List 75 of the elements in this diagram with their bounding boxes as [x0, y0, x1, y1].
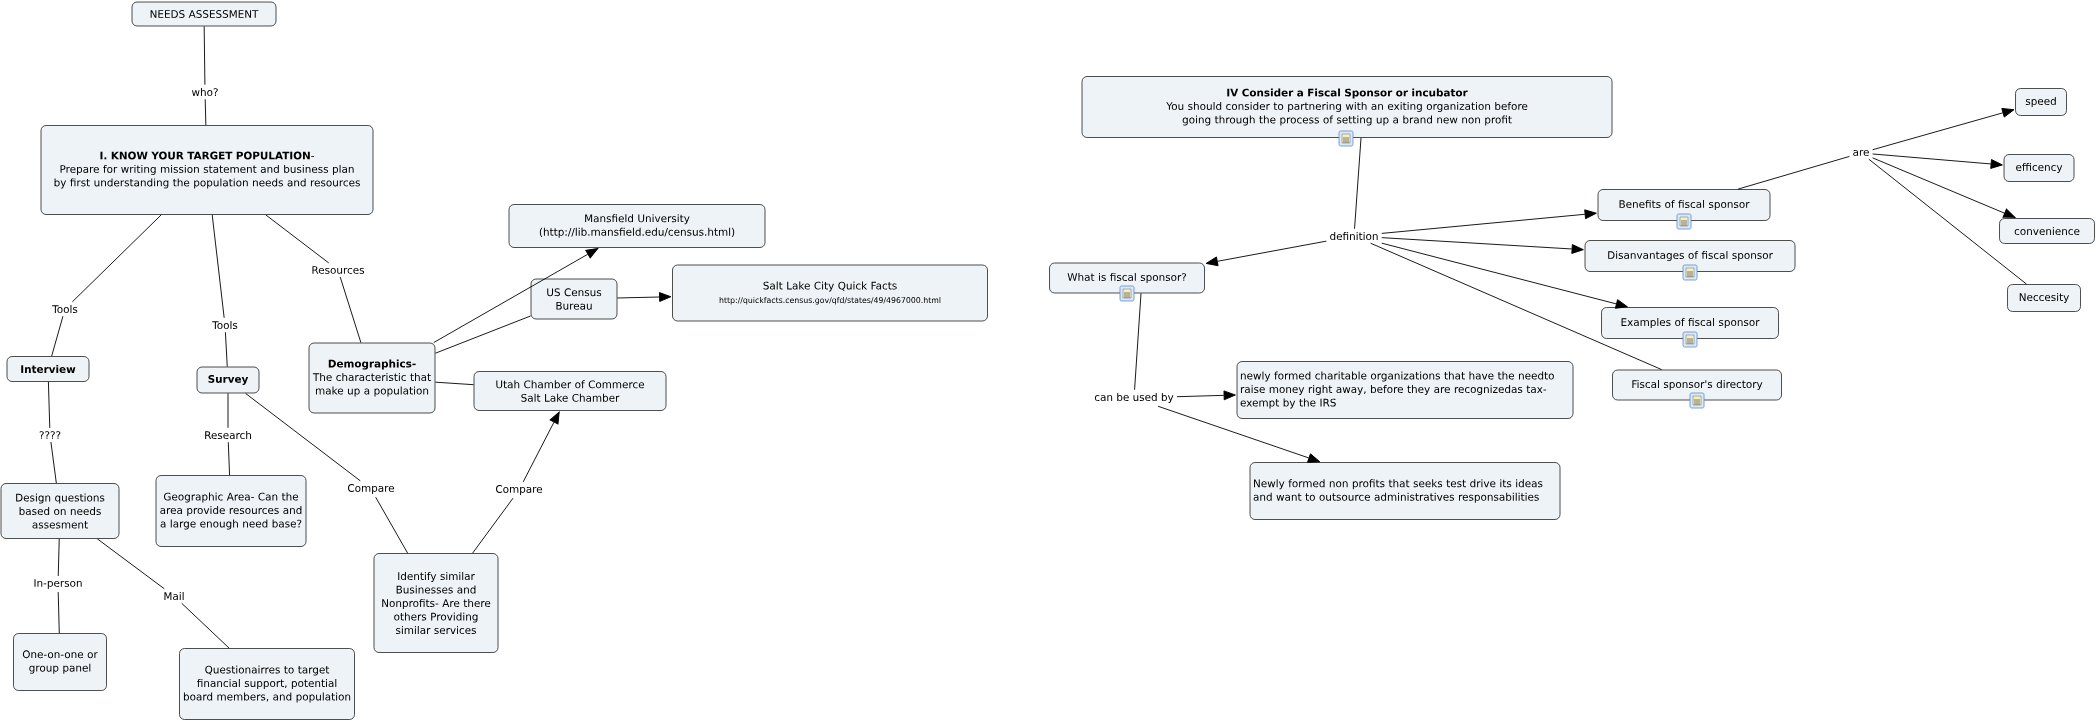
- linking-phrase: are: [1853, 150, 1869, 156]
- connector-line: [265, 214, 330, 264]
- connector-line: [47, 381, 51, 429]
- linking-phrase: can be used by: [1094, 392, 1174, 404]
- concept-box: Fiscal sponsor's directory: [1612, 369, 1782, 401]
- linking-phrase: Resources: [312, 266, 365, 274]
- arrow: [1381, 242, 1628, 309]
- concept-box: Interview: [6, 356, 90, 382]
- arrow: [1872, 108, 2015, 151]
- linking-phrase: ????: [39, 431, 61, 439]
- linking-phrase: In-person: [34, 579, 82, 589]
- concept-box: Disanvantages of fiscal sponsor: [1584, 240, 1796, 272]
- linking-phrase: Mail: [164, 592, 184, 601]
- linking-phrase: Tools: [212, 321, 238, 330]
- connector-line: [1354, 137, 1362, 230]
- arrow: [1176, 390, 1236, 401]
- concept-box: Identify similar Businesses and Nonprofits- Are there others Providing similar services: [373, 553, 499, 653]
- arrow: [522, 411, 560, 483]
- concept-box: Demographics- The characteristic that make up a population: [308, 342, 436, 414]
- connector-line: [57, 591, 60, 634]
- connector-line: [339, 276, 362, 344]
- concept-box: newly formed charitable organizations that have the needto raise money right away, before they are recognizedas tax-exempt by the IRS: [1236, 361, 1574, 419]
- arrow: [1205, 240, 1327, 267]
- concept-box: speed: [2015, 88, 2067, 116]
- concept-box: Mansfield University (http://lib.mansfield.edu/census.html): [508, 204, 766, 248]
- connector-line: [96, 538, 165, 590]
- concept-box: IV Consider a Fiscal Sponsor or incubator You should consider to partnering with an exiting organization before going through the process of setting up a brand new non profit: [1081, 76, 1613, 138]
- concept-box: efficency: [2003, 154, 2075, 182]
- arrow: [433, 248, 599, 344]
- connector-line: [434, 381, 475, 386]
- arrow: [616, 292, 672, 302]
- linking-phrase: Research: [205, 431, 251, 440]
- connector-line: [434, 315, 532, 354]
- concept-box: Questionairres to target financial support, potential board members, and population: [179, 648, 355, 720]
- connector-line: [203, 25, 206, 86]
- concept-box: NEEDS ASSESSMENT: [131, 1, 277, 27]
- concept-box: US Census Bureau: [530, 278, 618, 320]
- concept-box: convenience: [1999, 218, 2095, 244]
- connector-line: [472, 497, 514, 554]
- connector-line: [375, 496, 409, 554]
- connector-line: [71, 214, 162, 303]
- connector-line: [245, 392, 361, 482]
- connector-line: [1737, 155, 1850, 190]
- connector-line: [211, 214, 225, 319]
- connector-line: [227, 392, 229, 429]
- connector-line: [57, 538, 60, 577]
- concept-box: Benefits of fiscal sponsor: [1597, 189, 1771, 221]
- arrow: [1381, 209, 1597, 234]
- concept-box: Survey: [196, 366, 260, 394]
- arrow: [1872, 153, 2003, 169]
- linking-phrase: definition: [1330, 232, 1378, 240]
- connector-line: [51, 315, 64, 357]
- concept-box: One-on-one or group panel: [13, 633, 107, 691]
- connector-line: [204, 98, 207, 126]
- concept-box: Newly formed non profits that seeks test drive its ideas and want to outsource administratives responsabilities: [1249, 462, 1561, 520]
- connector-line: [1868, 158, 2027, 285]
- arrow: [1872, 157, 2016, 219]
- connector-line: [1134, 292, 1142, 391]
- concept-box: I. KNOW YOUR TARGET POPULATION- Prepare for writing mission statement and business plan by first understanding the population needs and resources: [40, 125, 374, 215]
- linking-phrase: Tools: [52, 305, 78, 313]
- connector-line: [50, 441, 57, 484]
- connector-line: [181, 602, 230, 649]
- concept-box: Examples of fiscal sponsor: [1601, 307, 1779, 339]
- concept-box: Design questions based on needs assesment: [0, 483, 120, 539]
- concept-box: Geographic Area- Can the area provide resources and a large enough need base?: [155, 475, 307, 547]
- linking-phrase: who?: [191, 88, 218, 96]
- linking-phrase: Compare: [348, 484, 395, 494]
- arrow: [1381, 237, 1584, 254]
- arrow: [1157, 405, 1321, 463]
- concept-box: Utah Chamber of Commerce Salt Lake Chamber: [473, 371, 667, 411]
- concept-box: What is fiscal sponsor?: [1049, 262, 1205, 294]
- concept-box: Neccesity: [2007, 284, 2081, 312]
- linking-phrase: Compare: [496, 485, 543, 495]
- connector-line: [224, 331, 228, 368]
- connector-line: [227, 441, 231, 476]
